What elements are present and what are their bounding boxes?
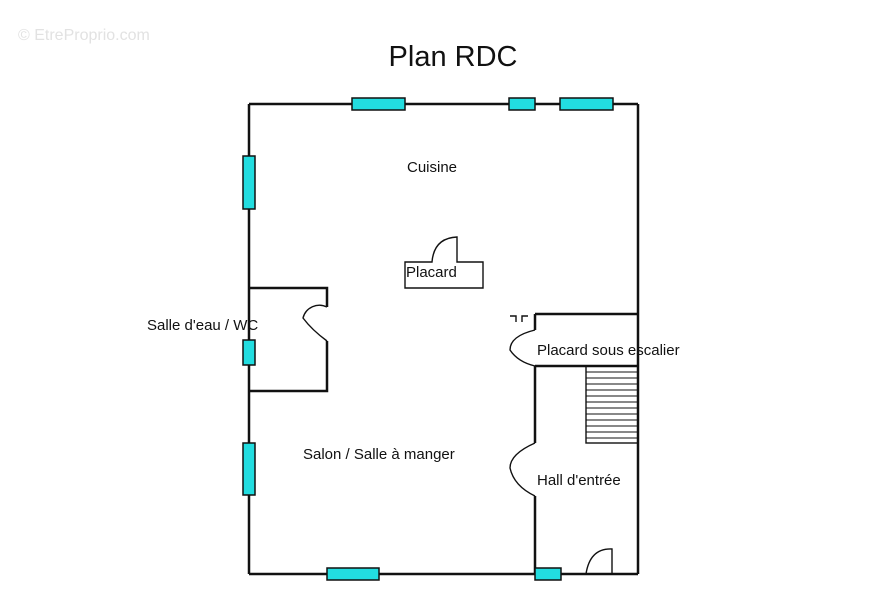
hall-door [509,442,536,497]
room-label-hall: Hall d'entrée [537,472,621,489]
central-placard [404,236,484,289]
salle-eau-walls [249,286,329,393]
staircase [585,365,639,444]
window-left-2 [242,339,256,366]
room-label-placard: Placard [406,264,457,281]
window-left-3 [242,442,256,496]
room-label-salon: Salon / Salle à manger [303,446,455,463]
window-top-3 [559,97,614,111]
windows [242,97,614,581]
window-left-1 [242,155,256,210]
room-label-salle-eau: Salle d'eau / WC [147,317,258,334]
watermark: © EtreProprio.com [18,27,150,44]
room-label-placard-escalier: Placard sous escalier [537,342,680,359]
placard-escalier-door [509,329,536,367]
window-top-1 [351,97,406,111]
salle-eau-door [302,304,328,342]
window-top-2 [508,97,536,111]
room-label-cuisine: Cuisine [407,159,457,176]
window-bottom-2 [534,567,562,581]
entrance-door [585,548,613,575]
window-bottom-1 [326,567,380,581]
plan-title: Plan RDC [389,41,518,73]
